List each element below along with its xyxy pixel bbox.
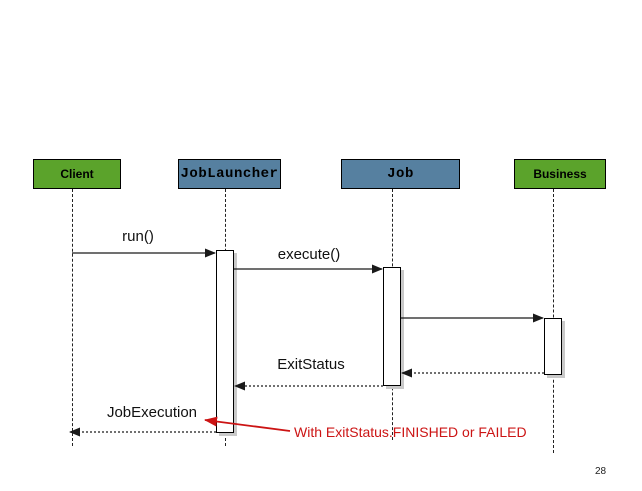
message-label-run: run() — [122, 228, 154, 245]
activation-bar-joblauncher — [216, 250, 234, 433]
message-label-execute: execute() — [277, 246, 341, 263]
activation-bar-job — [383, 267, 401, 386]
activation-bar-business — [544, 318, 562, 375]
actor-job: Job — [341, 159, 460, 189]
message-label-exitstatus: ExitStatus — [277, 356, 345, 373]
lifeline-client — [72, 189, 73, 446]
annotation-text: With ExitStatus.FINISHED or FAILED — [294, 424, 527, 440]
annotation-pointer-arrow — [204, 416, 291, 432]
actor-client: Client — [33, 159, 121, 189]
actor-joblauncher: JobLauncher — [178, 159, 281, 189]
page-number: 28 — [595, 466, 607, 477]
actor-business: Business — [514, 159, 606, 189]
message-label-jobexecution: JobExecution — [106, 404, 198, 421]
